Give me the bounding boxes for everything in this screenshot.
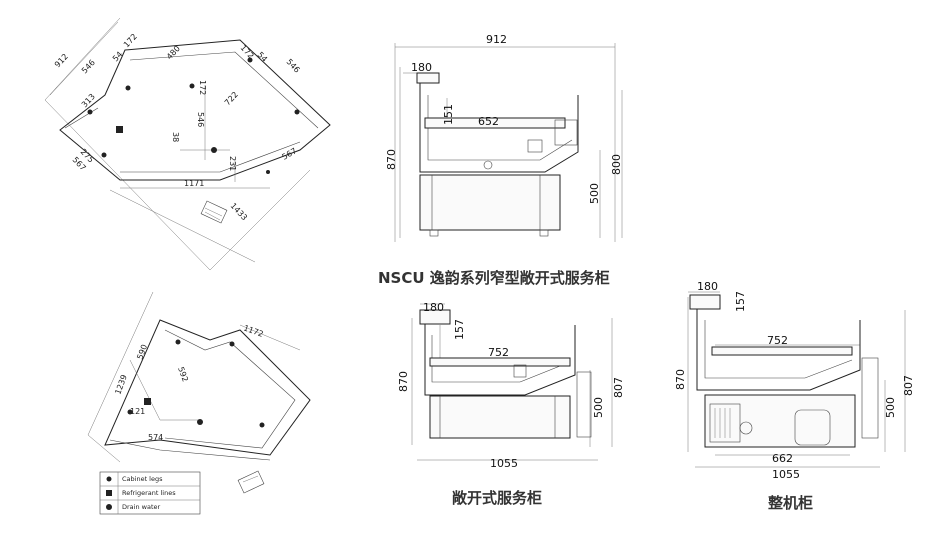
- top-dim-722: 722: [223, 90, 240, 107]
- mid-dim-top-180: 180: [423, 301, 444, 314]
- top-view-plan-drawing: 912 546 172 54 480 172 54 546 172 313 54…: [44, 17, 331, 271]
- plan-dim-1172: 1172: [242, 323, 264, 338]
- right-dim-height-870: 870: [674, 369, 687, 390]
- legend-box: Cabinet legs Refrigerant lines Drain wat…: [99, 471, 201, 515]
- top-dim-172-c: 172: [198, 80, 207, 95]
- right-caption: 整机柜: [768, 494, 813, 512]
- top-dim-546-a: 546: [80, 58, 97, 75]
- plan-dim-592: 592: [176, 366, 190, 383]
- condenser-unit: [709, 403, 741, 443]
- mid-caption: 敞开式服务柜: [452, 489, 542, 507]
- compressor-unit: [794, 409, 831, 446]
- plan-dim-121: 121: [130, 407, 145, 416]
- plan-dim-590: 590: [135, 343, 149, 360]
- top-dim-38: 38: [171, 132, 180, 142]
- side-view-open-counter-drawing: 180 157 752 870 500 807 1055 敞开式服务柜: [397, 301, 625, 507]
- top-dim-912: 912: [53, 52, 70, 69]
- top-dim-546-b: 546: [285, 57, 302, 74]
- main-dim-800: 800: [610, 154, 623, 175]
- legend-leg-icon: [106, 476, 112, 482]
- top-dim-54-a: 54: [111, 50, 125, 64]
- plan-dim-1239: 1239: [113, 373, 128, 395]
- top-dim-546-c: 546: [196, 112, 205, 127]
- mid-dim-height-870: 870: [397, 371, 410, 392]
- main-dim-shelf-652: 652: [478, 115, 499, 128]
- right-dim-shelf-752: 752: [767, 334, 788, 347]
- legend-refrigerant-lines: Refrigerant lines: [122, 489, 176, 497]
- compressor-unit-icon-2: [237, 470, 265, 494]
- right-dim-width-1055: 1055: [772, 468, 800, 481]
- plan-dim-574: 574: [148, 433, 163, 442]
- legend-drain-icon: [106, 504, 112, 510]
- top-dim-313: 313: [80, 92, 97, 109]
- top-dim-172-a: 172: [122, 32, 139, 49]
- main-dim-top-180: 180: [411, 61, 432, 74]
- main-dim-151: 151: [442, 104, 455, 125]
- top-dim-1171: 1171: [184, 179, 204, 188]
- right-dim-807: 807: [902, 375, 915, 396]
- top-dim-1433: 1433: [229, 201, 249, 222]
- side-view-complete-unit-drawing: 180 157 752 870 500 807 662 1055 整机柜: [674, 280, 915, 512]
- side-view-main-drawing: 912 180 151 652 870 500 800 NSCU 逸韵系列窄型敞…: [378, 33, 623, 287]
- compressor-unit-icon: [200, 200, 228, 224]
- legend-cabinet-legs: Cabinet legs: [122, 475, 163, 483]
- main-dim-width-912: 912: [486, 33, 507, 46]
- main-caption: NSCU 逸韵系列窄型敞开式服务柜: [378, 269, 610, 287]
- mid-dim-157: 157: [453, 319, 466, 340]
- right-dim-157: 157: [734, 291, 747, 312]
- mid-dim-shelf-752: 752: [488, 346, 509, 359]
- legend-drain-water: Drain water: [122, 503, 160, 511]
- top-dim-54-b: 54: [256, 50, 270, 64]
- right-dim-base-662: 662: [772, 452, 793, 465]
- legend-refrigerant-icon: [106, 490, 112, 496]
- right-dim-500: 500: [884, 397, 897, 418]
- corner-plan-drawing: 1239 590 592 1172 121 574 Cabinet legs R…: [87, 291, 311, 515]
- right-dim-top-180: 180: [697, 280, 718, 293]
- mid-dim-width-1055: 1055: [490, 457, 518, 470]
- main-dim-500: 500: [588, 183, 601, 204]
- mid-dim-807: 807: [612, 377, 625, 398]
- top-dim-231: 231: [228, 156, 237, 171]
- main-dim-height-870: 870: [385, 149, 398, 170]
- mid-dim-500: 500: [592, 397, 605, 418]
